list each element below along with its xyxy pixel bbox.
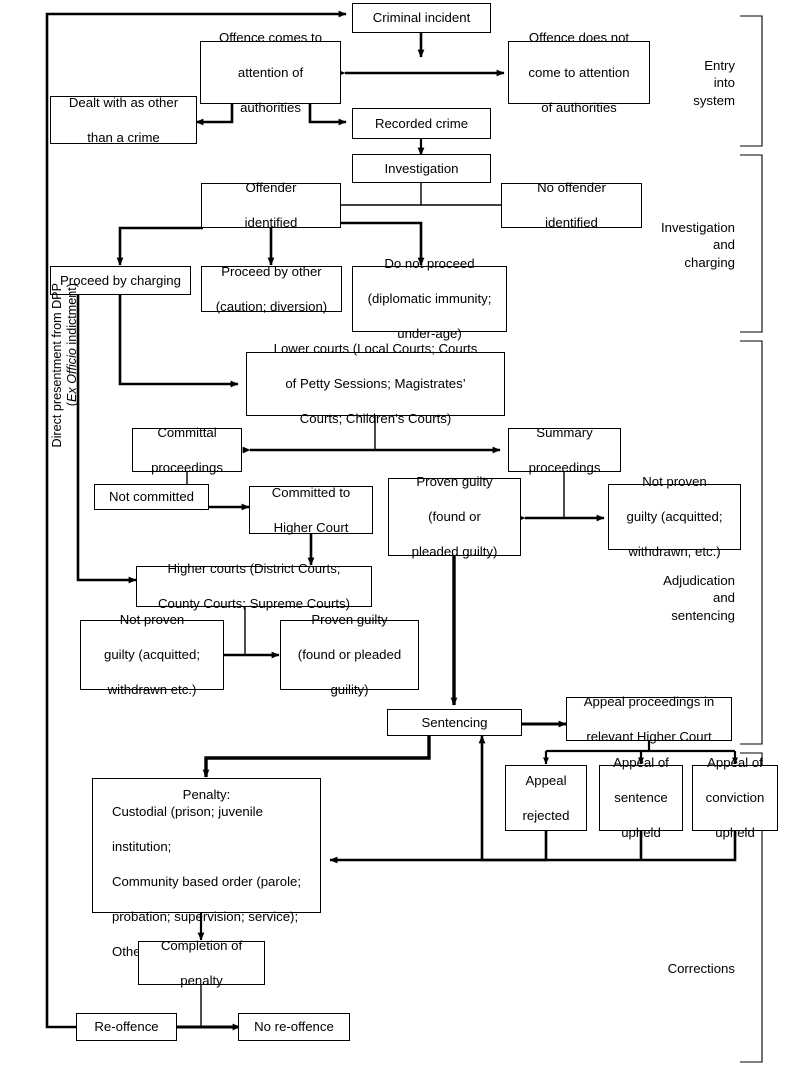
node-label: Appeal of conviction upheld [705, 755, 765, 841]
node-not-proven-guilty-higher[interactable]: Not proven guilty (acquitted; withdrawn … [80, 612, 224, 697]
node-committal-proceedings[interactable]: Committal proceedings [132, 425, 242, 475]
node-label: Sentencing [421, 714, 488, 730]
section-label-entry-into-system: Entry into system [693, 58, 735, 108]
node-label: Dealt with as other than a crime [68, 94, 179, 145]
section-label-corrections: Corrections [667, 961, 735, 976]
section-label-adjudication-and-sentencing: Adjudication and sentencing [663, 573, 735, 623]
label-ex-officio-indictment: (Ex Officio indictment) [64, 283, 80, 406]
node-label: Committal proceedings [151, 424, 223, 475]
node-criminal-incident[interactable]: Criminal incident [352, 3, 491, 33]
node-label: Not proven guilty (acquitted; withdrawn,… [626, 474, 723, 560]
node-label: Offence comes to attention of authoritie… [218, 29, 323, 115]
node-not-committed[interactable]: Not committed [94, 484, 209, 510]
node-label: Offence does not come to attention of au… [528, 29, 630, 115]
node-label: Recorded crime [374, 115, 469, 131]
node-label: Do not proceed (diplomatic immunity; und… [367, 256, 492, 342]
node-label: Criminal incident [372, 10, 471, 26]
node-investigation[interactable]: Investigation [352, 154, 491, 183]
node-higher-courts[interactable]: Higher courts (District Courts; County C… [136, 561, 372, 611]
node-offence-does-not-come-to-attention[interactable]: Offence does not come to attention of au… [508, 30, 650, 115]
node-no-re-offence[interactable]: No re-offence [238, 1013, 350, 1041]
node-label: Summary proceedings [528, 424, 601, 475]
label-direct-presentment-dpp: Direct presentment from DPP [49, 283, 65, 447]
node-recorded-crime[interactable]: Recorded crime [352, 108, 491, 139]
node-penalty[interactable]: Penalty: Custodial (prison; juvenile ins… [92, 778, 321, 959]
node-label: Proceed by charging [60, 272, 181, 288]
node-label: Appeal proceedings in relevant Higher Co… [583, 693, 715, 744]
node-proven-guilty-lower[interactable]: Proven guilty (found or pleaded guilty) [388, 474, 521, 559]
node-label: Offender identified [244, 180, 298, 231]
section-label-investigation-and-charging: Investigation and charging [660, 220, 735, 270]
node-appeal-of-sentence-upheld[interactable]: Appeal of sentence upheld [599, 755, 683, 840]
node-label: Re-offence [94, 1019, 159, 1035]
node-label: Appeal of sentence upheld [613, 755, 669, 841]
node-label: Lower courts (Local Courts; Courts of Pe… [273, 341, 478, 427]
node-committed-to-higher-court[interactable]: Committed to Higher Court [249, 484, 373, 535]
node-label: Appeal rejected [522, 772, 570, 823]
node-re-offence[interactable]: Re-offence [76, 1013, 177, 1041]
node-summary-proceedings[interactable]: Summary proceedings [508, 425, 621, 475]
node-label: No re-offence [254, 1019, 334, 1035]
node-appeal-proceedings[interactable]: Appeal proceedings in relevant Higher Co… [566, 694, 732, 744]
node-label: Proven guilty (found or pleaded guility) [297, 612, 402, 698]
node-completion-of-penalty[interactable]: Completion of penalty [138, 938, 265, 988]
node-proceed-by-other[interactable]: Proceed by other (caution; diversion) [201, 263, 342, 314]
node-offence-comes-to-attention[interactable]: Offence comes to attention of authoritie… [200, 30, 341, 115]
node-not-proven-guilty-summary[interactable]: Not proven guilty (acquitted; withdrawn,… [608, 474, 741, 559]
node-lower-courts[interactable]: Lower courts (Local Courts; Courts of Pe… [246, 341, 505, 426]
node-label: Not proven guilty (acquitted; withdrawn … [103, 612, 201, 698]
node-label: Investigation [384, 160, 459, 176]
node-proven-guilty-higher[interactable]: Proven guilty (found or pleaded guility) [280, 612, 419, 697]
node-appeal-of-conviction-upheld[interactable]: Appeal of conviction upheld [692, 755, 778, 840]
node-proceed-by-charging[interactable]: Proceed by charging [50, 266, 191, 295]
node-label: Proceed by other (caution; diversion) [215, 263, 328, 314]
node-sentencing[interactable]: Sentencing [387, 709, 522, 736]
dpp-line-1: Direct presentment from DPP [50, 283, 64, 448]
node-offender-identified[interactable]: Offender identified [201, 180, 341, 230]
node-label: Completion of penalty [160, 937, 243, 988]
node-label: Not committed [108, 489, 194, 505]
node-label: Proven guilty (found or pleaded guilty) [411, 474, 498, 560]
node-no-offender-identified[interactable]: No offender identified [501, 180, 642, 230]
node-label: Higher courts (District Courts; County C… [157, 561, 351, 612]
node-do-not-proceed[interactable]: Do not proceed (diplomatic immunity; und… [352, 256, 507, 341]
node-appeal-rejected[interactable]: Appeal rejected [505, 765, 587, 831]
node-label: No offender identified [537, 180, 606, 231]
node-label: Committed to Higher Court [271, 484, 351, 535]
dpp-line-2: (Ex Officio indictment) [65, 283, 79, 407]
node-dealt-with-as-other-than-crime[interactable]: Dealt with as other than a crime [50, 94, 197, 145]
